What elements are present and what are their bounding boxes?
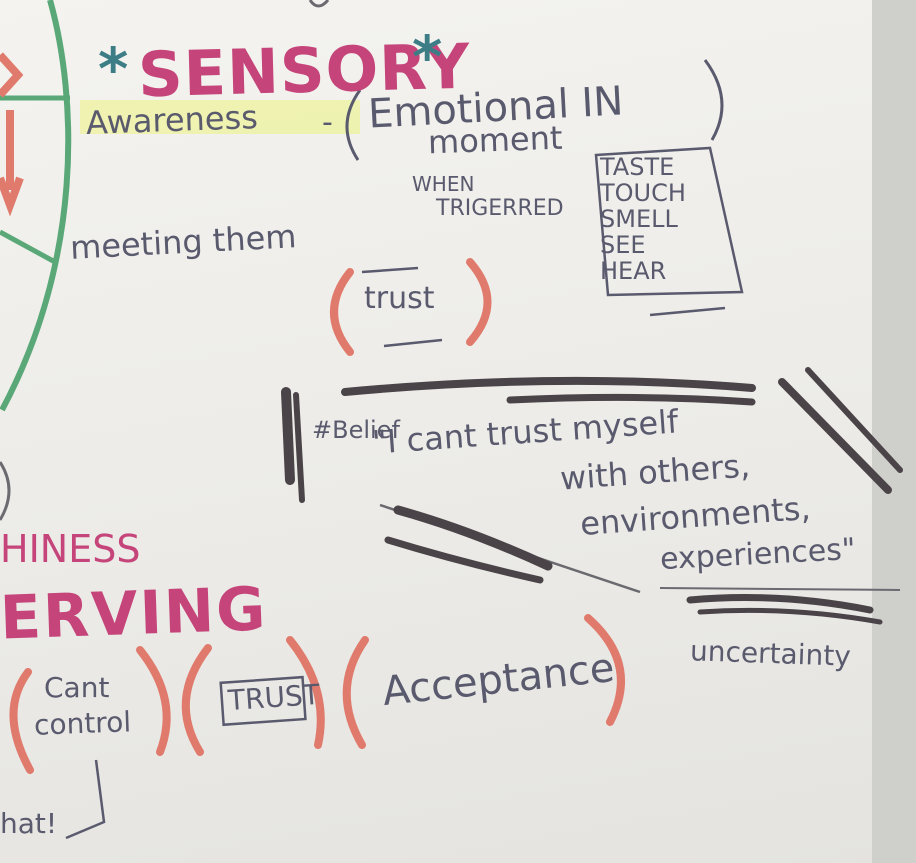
dark-vertical-1 [281,387,295,485]
emotional-line2: moment [427,118,564,162]
partial-paren [0,461,11,521]
trust-close-paren [466,258,492,346]
green-circle-arc [0,0,72,412]
asterisk-left: * [98,35,129,103]
trust-label-1: trust [364,281,435,316]
senses-box [594,146,744,297]
cant-open-paren [9,668,34,774]
dark-diagonal-2 [805,367,903,473]
when-label: WHEN [412,172,475,196]
coral-arrow-down [0,110,24,217]
uncertainty-label: uncertainty [689,634,852,673]
emotional-open-paren [345,89,362,161]
triggered-label: TRIGERRED [436,196,564,221]
asterisk-right: * [412,23,443,91]
awareness-dash: - [322,105,333,140]
belief-label: #Belief [312,416,400,444]
sense-smell: SMELL [600,205,678,233]
dark-stroke-3 [393,505,553,571]
thin-underline [659,587,901,591]
trust2-box [219,675,307,727]
awareness-label: Awareness [85,98,259,142]
trust2-open-paren [181,644,212,756]
dark-stroke-4 [384,536,544,584]
cant-label: Cant [44,671,110,704]
sense-hear: HEAR [600,257,667,285]
dark-stroke-6 [697,607,883,625]
coral-arrow-top [0,52,24,98]
control-label: control [33,705,132,742]
awareness-highlight [80,100,360,134]
dark-diagonal-1 [778,378,892,494]
sense-taste: TASTE [600,153,675,181]
trust2-close-paren [286,636,325,749]
senses-list: TASTE TOUCH SMELL SEE HEAR [600,154,740,284]
partial-bottom-label: hat! [0,807,58,840]
trust-underline [383,338,443,348]
acceptance-close-paren [584,614,625,726]
sense-touch: TOUCH [600,179,686,207]
dark-vertical-2 [293,392,305,503]
emotional-close-paren [703,59,724,141]
bottom-bracket [65,759,106,840]
cant-close-paren [136,646,171,756]
dark-stroke-5 [686,594,874,614]
top-scribble [308,0,330,8]
senses-underline [649,306,726,317]
trust-overline [361,266,419,274]
dark-stroke-2 [506,393,756,406]
trust-label-2: TRUST [226,677,321,718]
acceptance-open-paren [342,636,369,749]
sense-see: SEE [600,231,646,259]
serving-heading: ERVING [0,574,269,654]
green-divider-mid [0,229,57,265]
wall-edge [872,0,916,863]
hiness-label: HINESS [0,527,141,571]
dark-stroke-1 [341,376,756,396]
trust-open-paren [330,268,354,356]
